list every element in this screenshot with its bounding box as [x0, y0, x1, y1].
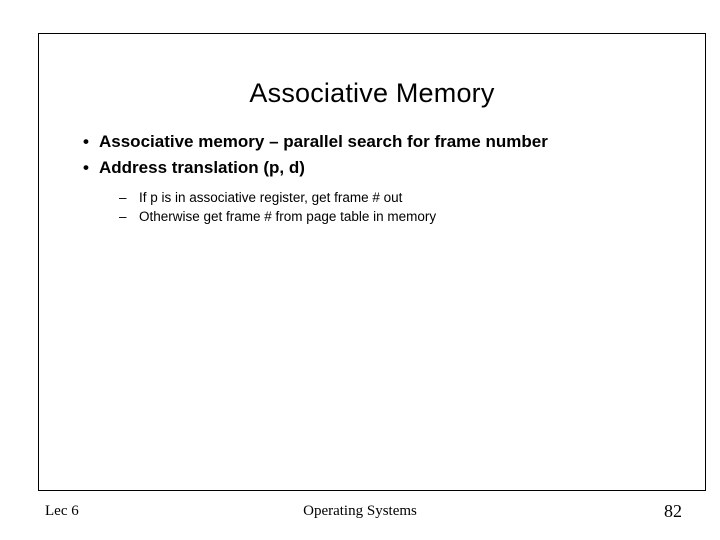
sub-list-item-label: If p is in associative register, get fra…	[139, 190, 403, 205]
bullet-marker-icon: •	[83, 132, 89, 151]
list-item: • Associative memory – parallel search f…	[53, 130, 693, 153]
sub-bullet-list: – If p is in associative register, get f…	[53, 188, 693, 226]
bullet-marker-icon: •	[83, 158, 89, 177]
page-title: Associative Memory	[249, 78, 495, 108]
footer-lecture-label: Lec 6	[45, 503, 79, 519]
list-item-label: Address translation (p, d)	[99, 158, 305, 177]
sub-list-item: – Otherwise get frame # from page table …	[53, 207, 693, 226]
list-item: • Address translation (p, d)	[53, 156, 693, 179]
footer-course-label: Operating Systems	[303, 503, 417, 519]
footer-page-number: 82	[664, 501, 682, 521]
slide-content-frame: Associative Memory • Associative memory …	[38, 33, 706, 491]
slide-footer: Lec 6 Operating Systems 82	[0, 501, 720, 527]
sub-list-item-label: Otherwise get frame # from page table in…	[139, 209, 437, 224]
list-item-label: Associative memory – parallel search for…	[99, 132, 548, 151]
sub-list-item: – If p is in associative register, get f…	[53, 188, 693, 207]
dash-marker-icon: –	[119, 209, 127, 224]
bullet-list: • Associative memory – parallel search f…	[53, 130, 693, 226]
dash-marker-icon: –	[119, 190, 127, 205]
